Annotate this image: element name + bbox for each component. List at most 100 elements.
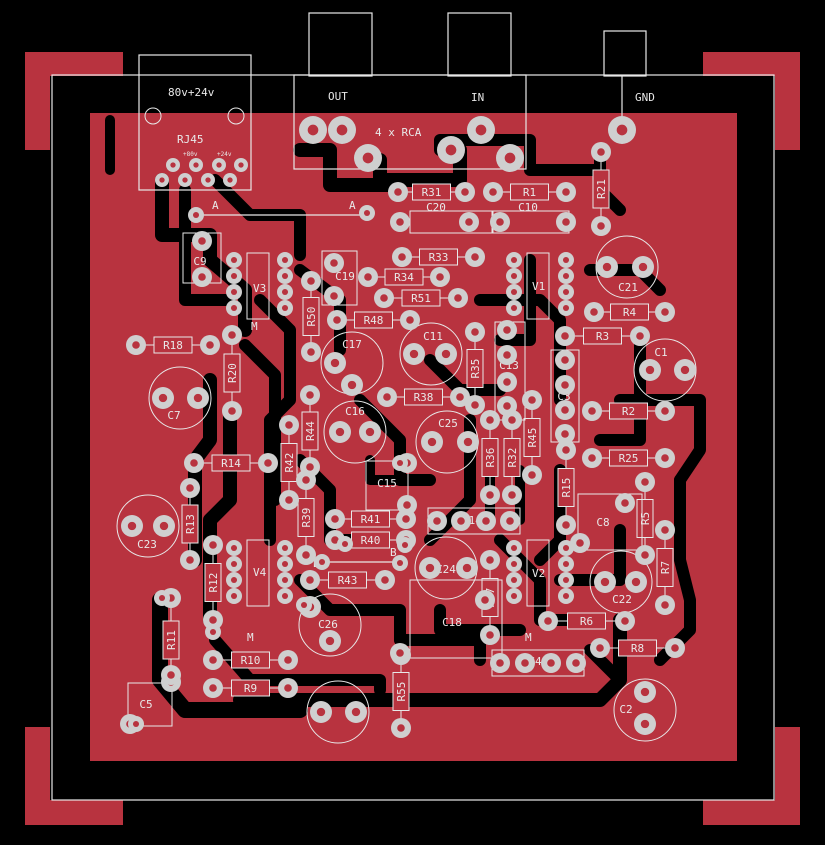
resistor-r51 [401, 289, 441, 307]
pad-hole [281, 576, 289, 584]
pad-hole [403, 501, 411, 509]
r44-label: R44 [304, 421, 317, 441]
pad-hole [158, 393, 168, 403]
pad-hole [590, 308, 598, 316]
ic-v2-label: V2 [532, 567, 545, 580]
resistor-r7 [656, 548, 674, 587]
r31-label: R31 [422, 186, 442, 199]
pad-hole [396, 218, 404, 226]
pad-hole [264, 459, 272, 467]
pad-hole [167, 671, 175, 679]
pad-hole [562, 576, 570, 584]
pad-hole [132, 720, 140, 728]
resistor-r32 [503, 438, 521, 477]
ic-v3-body [246, 252, 270, 320]
gnd-label: GND [635, 91, 655, 104]
pad-hole [510, 576, 518, 584]
pad-hole [209, 541, 217, 549]
pad-hole [616, 124, 628, 136]
rj45-housing [138, 54, 252, 191]
resistor-r4 [610, 303, 649, 321]
c19-label: C19 [335, 270, 355, 283]
resistor-r35 [466, 349, 484, 388]
pad-hole [621, 617, 629, 625]
pad-hole [127, 521, 137, 531]
c7-label: C7 [167, 409, 180, 422]
pad-hole [562, 560, 570, 568]
r25-label: R25 [619, 452, 639, 465]
r39-label: R39 [300, 508, 313, 528]
rca-housing [293, 74, 527, 170]
resistor-r43 [328, 571, 367, 589]
pad-hole [380, 294, 388, 302]
r18-label: R18 [163, 339, 183, 352]
corner-top-left [25, 52, 123, 150]
mount-hole [227, 107, 245, 125]
pad-hole [489, 188, 497, 196]
r43-label: R43 [338, 574, 358, 587]
pad-hole [362, 152, 374, 164]
out-label: OUT [328, 90, 348, 103]
pad-hole [330, 259, 338, 267]
resistor-r25 [609, 449, 648, 467]
pad-hole [230, 288, 238, 296]
pad-hole [351, 707, 361, 717]
c2-label: C2 [619, 703, 632, 716]
pad-hole [336, 124, 348, 136]
c11-label: C11 [423, 330, 443, 343]
pad-hole [508, 416, 516, 424]
pad-hole [572, 659, 580, 667]
pad-hole [281, 288, 289, 296]
pad-hole [300, 601, 308, 609]
resistor-r55 [392, 672, 410, 711]
pad-hole [409, 349, 419, 359]
r32-label: R32 [506, 448, 519, 468]
r4-label: R4 [623, 306, 637, 319]
pin-24v-label: +24v [217, 151, 232, 158]
mount-hole [144, 107, 162, 125]
pad-hole [307, 124, 319, 136]
cap-c23 [116, 494, 180, 558]
c26-label: C26 [318, 618, 338, 631]
pad-hole [198, 237, 206, 245]
pad-hole [504, 152, 516, 164]
r3-label: R3 [596, 330, 609, 343]
pad-hole [471, 401, 479, 409]
in-jack-outline [447, 12, 512, 77]
pad-hole [645, 365, 655, 375]
r14-label: R14 [221, 457, 241, 470]
r55-label: R55 [395, 682, 408, 702]
pad-hole [661, 526, 669, 534]
pad-hole [510, 544, 518, 552]
marker-a-right: A [349, 199, 356, 212]
r6-label: R6 [580, 615, 593, 628]
pad-hole [281, 592, 289, 600]
c21-label: C21 [618, 281, 638, 294]
r5-label: R5 [639, 512, 652, 525]
pad-hole [285, 496, 293, 504]
pad-hole [216, 162, 222, 168]
pad-hole [471, 328, 479, 336]
pad-hole [333, 316, 341, 324]
pad-hole [302, 476, 310, 484]
pad-hole [597, 148, 605, 156]
r10-label: R10 [241, 654, 261, 667]
pad-hole [528, 396, 536, 404]
pad-hole [396, 459, 404, 467]
pad-hole [486, 416, 494, 424]
resistor-r2 [609, 402, 648, 420]
pad-hole [306, 391, 314, 399]
pad-hole [661, 407, 669, 415]
pad-hole [193, 393, 203, 403]
c10-label: C10 [518, 201, 538, 214]
pad-hole [281, 272, 289, 280]
cap-c18 [409, 579, 503, 659]
pad-hole [205, 177, 211, 183]
resistor-r33 [419, 248, 458, 266]
ic-v4-body [246, 539, 270, 607]
cap-c5 [127, 682, 173, 727]
c22-label: C22 [612, 593, 632, 606]
marker-b-right: B [390, 546, 397, 559]
cap-c2 [613, 678, 677, 742]
pad-hole [602, 262, 612, 272]
